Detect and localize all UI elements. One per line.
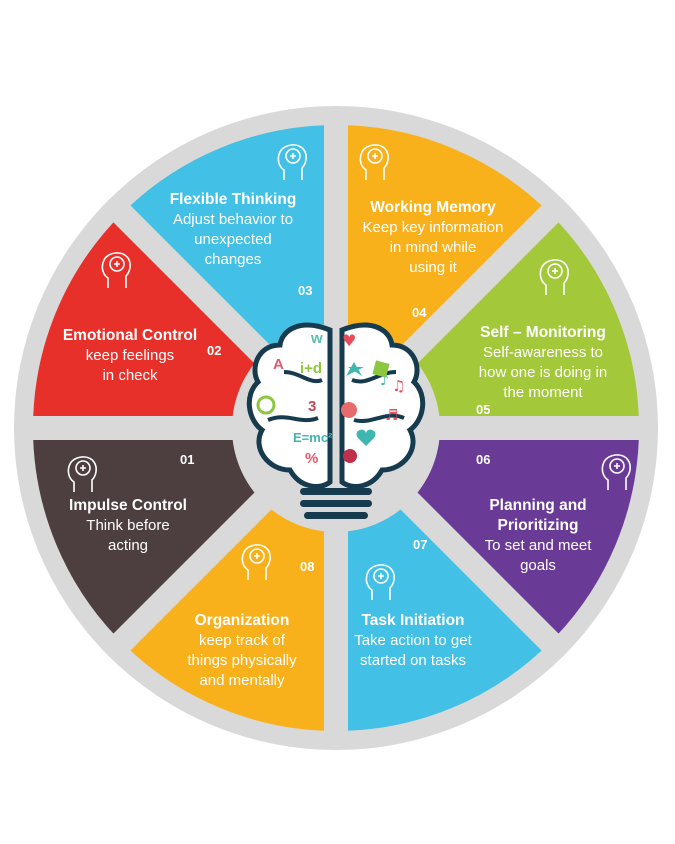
segment-05 [405,211,639,435]
segment-description: Self-awareness to [482,344,604,361]
segment-number: 06 [476,452,491,467]
segment-number: 07 [413,537,428,552]
segment-description: unexpected [194,231,272,248]
segment-description: Keep key information [362,219,504,236]
splat-symbol [343,449,357,463]
segment-number: 01 [180,452,195,467]
head-network-icon [354,140,396,187]
segment-description: changes [204,251,262,268]
segment-description: started on tasks [360,652,466,669]
bulb-base-bar [300,488,372,495]
brain-symbol: ♫ [392,377,405,395]
head-gears-icon [62,452,104,499]
segment-description: goals [520,557,556,574]
segment-label-08: Organization keep track of things physical… [187,611,296,691]
brain-symbol: % [305,450,318,467]
segment-description: things physically [187,652,297,669]
segment-description: and mentally [199,672,285,689]
segment-number: 02 [207,343,222,358]
circle-symbol [256,395,276,415]
segment-description: Take action to get [354,632,472,649]
brain-symbol: i+d [300,360,322,377]
lightbulb-symbol [341,402,357,418]
segment-07 [329,497,553,731]
segment-number: 08 [300,559,315,574]
segment-title: Planning and [489,497,587,514]
brain-symbol: A [273,356,284,373]
brain-symbol: E=mc² [293,430,333,445]
segment-title: Self – Monitoring [480,324,606,341]
segment-description: how one is doing in [478,364,608,381]
head-brainwave-icon [272,140,314,187]
puzzle-symbol [372,360,390,378]
segment-title: Flexible Thinking [169,191,297,208]
segment-description: the moment [503,384,583,401]
segment-description: Adjust behavior to [172,211,294,228]
segment-description: keep track of [199,632,285,649]
brain-right-hemisphere [339,322,426,489]
head-lightbulb-icon [596,450,638,497]
brain-symbol: ♥ [342,331,356,350]
segment-number: 04 [412,305,427,320]
segment-description: in mind while [389,239,477,256]
segment-description: To set and meet [484,537,592,554]
brain-icon [236,540,278,587]
heart-symbol [356,429,376,446]
segment-description: acting [107,537,149,554]
segment-title: Task Initiation [361,612,465,629]
head-emotions-icon [96,248,138,295]
segment-08 [119,497,343,731]
segment-02 [33,211,267,435]
segment-title: Prioritizing [497,517,579,534]
bulb-base-bar [300,500,372,507]
brain-symbol: w [310,330,323,347]
brain-symbol: ♪ [380,373,389,389]
segment-01 [33,421,267,645]
segment-label-02: Emotional Control keep feelings in check [63,326,197,386]
segment-title: Working Memory [370,199,496,216]
brain-bulb-icon [360,560,402,607]
brain-left-hemisphere [246,322,333,489]
bulb-base-bar [304,512,368,519]
starfish-symbol [346,362,364,376]
brain-symbol: 3 [308,398,316,415]
segment-number: 03 [298,283,313,298]
segment-number: 05 [476,402,491,417]
segment-description: keep feelings [85,347,175,364]
segment-description: Think before [86,517,170,534]
brain-symbol: ♬ [385,406,398,424]
monitor-person-icon [534,255,576,302]
brain-folds [267,370,405,424]
segment-description: using it [409,259,457,276]
segment-title: Organization [194,612,290,629]
segment-title: Emotional Control [62,327,198,344]
segment-title: Impulse Control [69,497,187,514]
segment-description: in check [102,367,158,384]
